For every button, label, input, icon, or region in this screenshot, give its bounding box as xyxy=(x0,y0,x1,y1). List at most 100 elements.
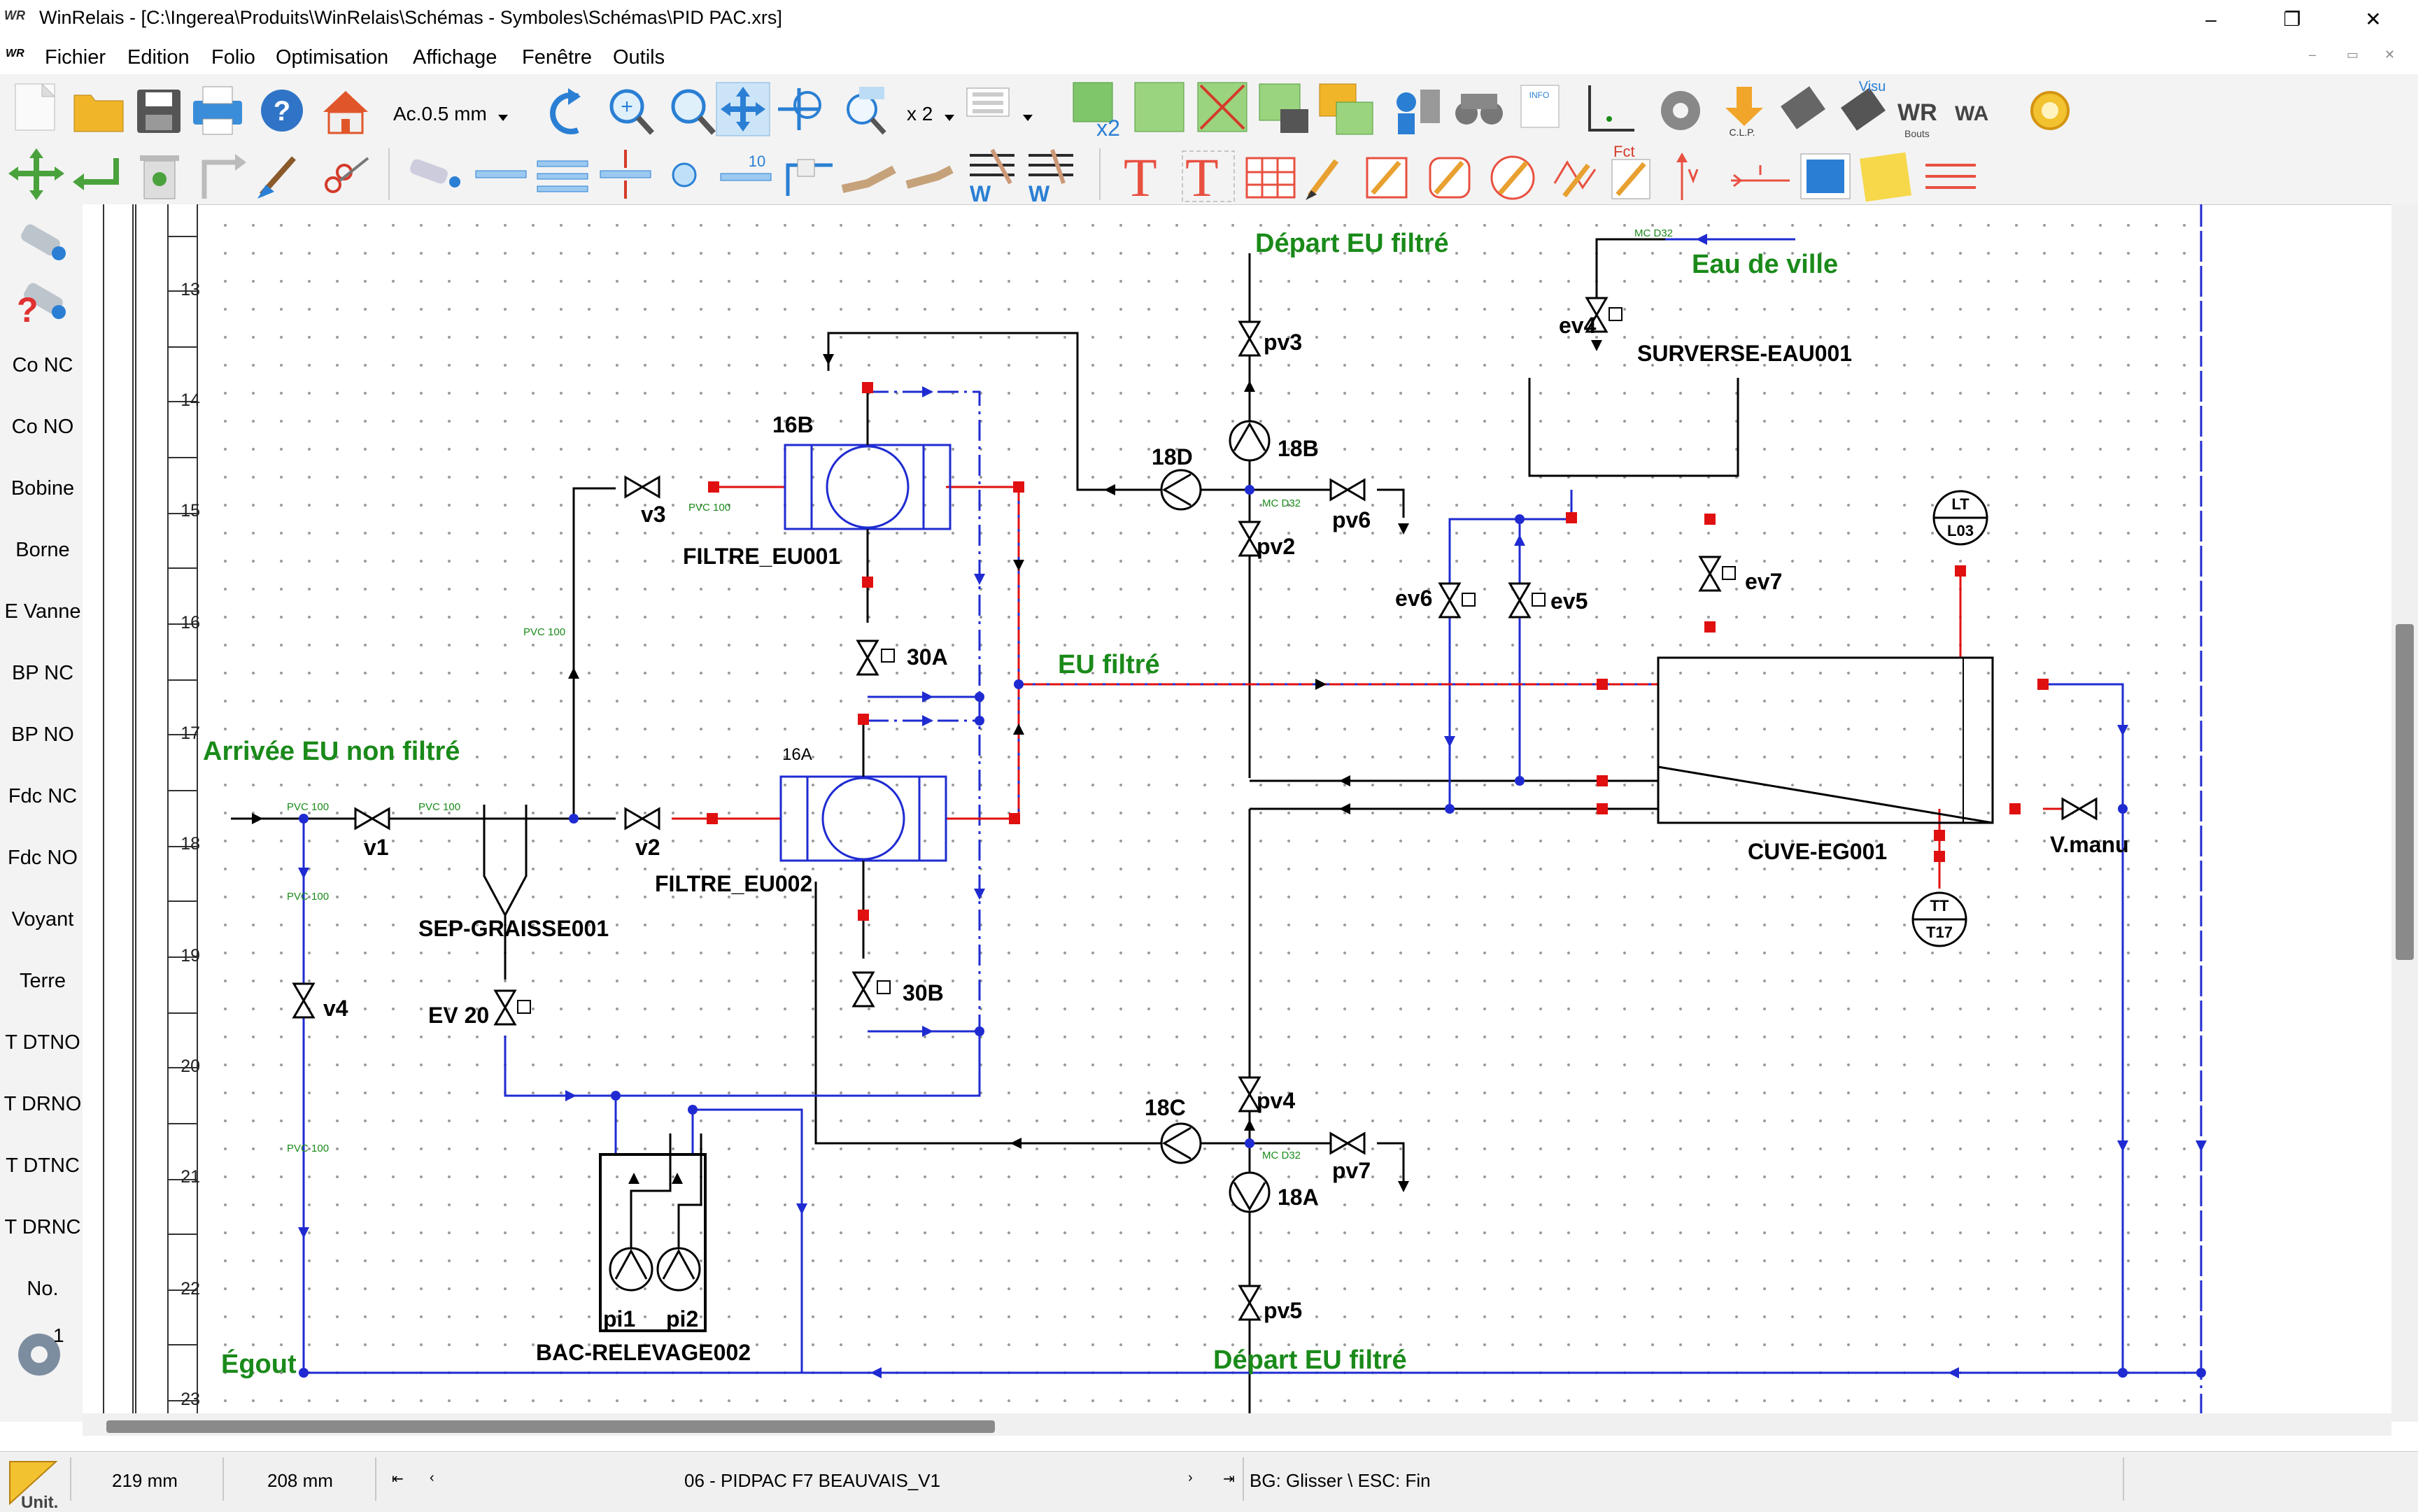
text-frame-icon[interactable]: T xyxy=(1182,147,1235,208)
palette-t-drnc[interactable]: T DRNC xyxy=(4,1216,81,1238)
valve-ev6[interactable] xyxy=(1438,582,1476,619)
palette-co-no[interactable]: Co NO xyxy=(11,416,74,438)
unknown-component-icon[interactable]: ? xyxy=(0,271,83,348)
pencil-circle-icon[interactable] xyxy=(1490,155,1535,200)
zoom-x2-icon[interactable]: x2 xyxy=(1073,82,1120,141)
pump-18b[interactable] xyxy=(1229,420,1271,462)
unit-icon[interactable]: Unit. xyxy=(0,1452,63,1512)
move-arrows-icon[interactable] xyxy=(8,148,64,200)
palette-terre[interactable]: Terre xyxy=(19,970,66,992)
palette-e-vanne[interactable]: E Vanne xyxy=(4,600,81,623)
palette-t-drno[interactable]: T DRNO xyxy=(3,1093,82,1115)
bracket-line-icon[interactable] xyxy=(786,159,833,196)
pencil-round-rect-icon[interactable] xyxy=(1429,157,1471,199)
last-folio-button[interactable]: ⇥ xyxy=(1223,1471,1235,1487)
palette-fdc-nc[interactable]: Fdc NC xyxy=(8,785,78,807)
paste-block-icon[interactable] xyxy=(1319,83,1373,135)
dimension-10-icon[interactable]: 10 xyxy=(720,153,772,181)
text-tool-icon[interactable]: T xyxy=(1124,147,1157,208)
vertical-scroll-thumb[interactable] xyxy=(2396,624,2414,960)
filtre-eu002[interactable] xyxy=(779,721,947,959)
bac-relevage002[interactable] xyxy=(599,1133,707,1332)
palette-bp-no[interactable]: BP NO xyxy=(11,723,74,746)
dropdown-chevron-icon[interactable] xyxy=(1023,115,1033,121)
valve-ev5[interactable] xyxy=(1508,582,1546,619)
save-icon[interactable] xyxy=(137,90,181,133)
pump-18a[interactable] xyxy=(1229,1171,1271,1213)
pencil-line-icon[interactable] xyxy=(1306,159,1339,200)
zoom-factor-chevron-icon[interactable] xyxy=(945,115,954,121)
pump-18d[interactable] xyxy=(1160,469,1202,511)
scissors-icon[interactable] xyxy=(325,157,369,193)
menu-outils[interactable]: Outils xyxy=(613,46,665,69)
valve-30a[interactable] xyxy=(856,640,895,676)
zoom-in-icon[interactable]: + xyxy=(609,89,654,135)
menu-edition[interactable]: Edition xyxy=(127,46,190,69)
recycle-bin-icon[interactable] xyxy=(140,155,179,199)
hatch-lines-icon[interactable] xyxy=(1925,164,1976,189)
page-layout-icon[interactable] xyxy=(966,87,1010,117)
palette-bobine[interactable]: Bobine xyxy=(10,477,75,500)
help-icon[interactable]: ? xyxy=(261,90,303,132)
next-folio-button[interactable]: › xyxy=(1188,1470,1193,1485)
palette-t-dtnc[interactable]: T DTNC xyxy=(6,1154,80,1177)
pencil-rect-icon[interactable] xyxy=(1366,157,1408,199)
palette-voyant[interactable]: Voyant xyxy=(11,908,74,931)
settings-gear-icon[interactable] xyxy=(1661,91,1700,130)
first-folio-button[interactable]: ⇤ xyxy=(392,1471,404,1487)
filtre-eu001[interactable] xyxy=(784,392,952,623)
grid-select-chevron-icon[interactable] xyxy=(498,115,508,121)
binoculars-icon[interactable] xyxy=(1455,94,1503,125)
pump-18c[interactable] xyxy=(1160,1122,1202,1164)
zoom-fit-icon[interactable] xyxy=(778,88,821,130)
menu-fenetre[interactable]: Fenêtre xyxy=(522,46,592,69)
valve-ev7[interactable] xyxy=(1699,556,1736,592)
menu-fichier[interactable]: Fichier xyxy=(45,46,106,69)
horizontal-scrollbar[interactable] xyxy=(83,1413,2391,1436)
function-pencil-icon[interactable]: Fct xyxy=(1611,143,1650,199)
palette-fdc-no[interactable]: Fdc NO xyxy=(8,847,78,869)
circle-tool-icon[interactable] xyxy=(672,162,697,188)
enter-return-icon[interactable] xyxy=(73,158,119,190)
pipe-component-icon[interactable] xyxy=(409,157,460,188)
palette-settings-gear-icon[interactable]: 1 xyxy=(0,1318,83,1381)
brush-icon[interactable] xyxy=(257,156,296,199)
vertical-scrollbar[interactable] xyxy=(2391,204,2418,1422)
delete-block-icon[interactable] xyxy=(1197,82,1247,132)
arrow-horizontal-icon[interactable] xyxy=(1731,165,1790,188)
prev-folio-button[interactable]: ‹ xyxy=(430,1470,434,1485)
image-insert-icon[interactable] xyxy=(1800,153,1851,199)
w-text-icon[interactable]: W xyxy=(970,148,1014,206)
zoom-factor-select[interactable]: x 2 xyxy=(907,103,933,125)
zoom-out-icon[interactable] xyxy=(671,89,716,135)
relay-component-icon[interactable] xyxy=(1781,86,1825,129)
instrument-lt-l03[interactable] xyxy=(1932,490,1988,546)
info-user-icon[interactable] xyxy=(1397,90,1440,134)
palette-bp-nc[interactable]: BP NC xyxy=(11,662,74,684)
open-folder-icon[interactable] xyxy=(73,94,124,132)
palette-numero[interactable]: No. xyxy=(27,1278,59,1300)
pipe-reducer-icon[interactable] xyxy=(905,165,954,189)
wa-icon[interactable]: WA xyxy=(1955,102,1988,125)
home-icon[interactable] xyxy=(323,91,368,134)
close-button[interactable]: ✕ xyxy=(2365,8,2382,30)
print-icon[interactable] xyxy=(193,86,242,135)
refresh-icon[interactable] xyxy=(550,88,581,134)
menu-optimisation[interactable]: Optimisation xyxy=(276,46,389,69)
mdi-restore-button[interactable]: ▭ xyxy=(2347,48,2359,62)
new-file-icon[interactable] xyxy=(15,83,56,131)
palette-borne[interactable]: Borne xyxy=(15,539,70,561)
clp-download-icon[interactable]: C.L.P. xyxy=(1725,87,1763,138)
line-split-icon[interactable] xyxy=(600,150,651,199)
valve-30b[interactable] xyxy=(852,971,891,1008)
pan-move-icon[interactable] xyxy=(716,82,770,136)
move-block-icon[interactable] xyxy=(1134,82,1185,132)
minimize-button[interactable]: – xyxy=(2205,8,2216,30)
menu-affichage[interactable]: Affichage xyxy=(413,46,497,69)
save-block-icon[interactable] xyxy=(1259,83,1308,133)
w-table-icon[interactable]: W xyxy=(1028,149,1073,206)
sticky-note-icon[interactable] xyxy=(1860,152,1911,202)
redo-arrow-icon[interactable] xyxy=(202,154,246,199)
zoom-folio-icon[interactable] xyxy=(847,87,886,135)
